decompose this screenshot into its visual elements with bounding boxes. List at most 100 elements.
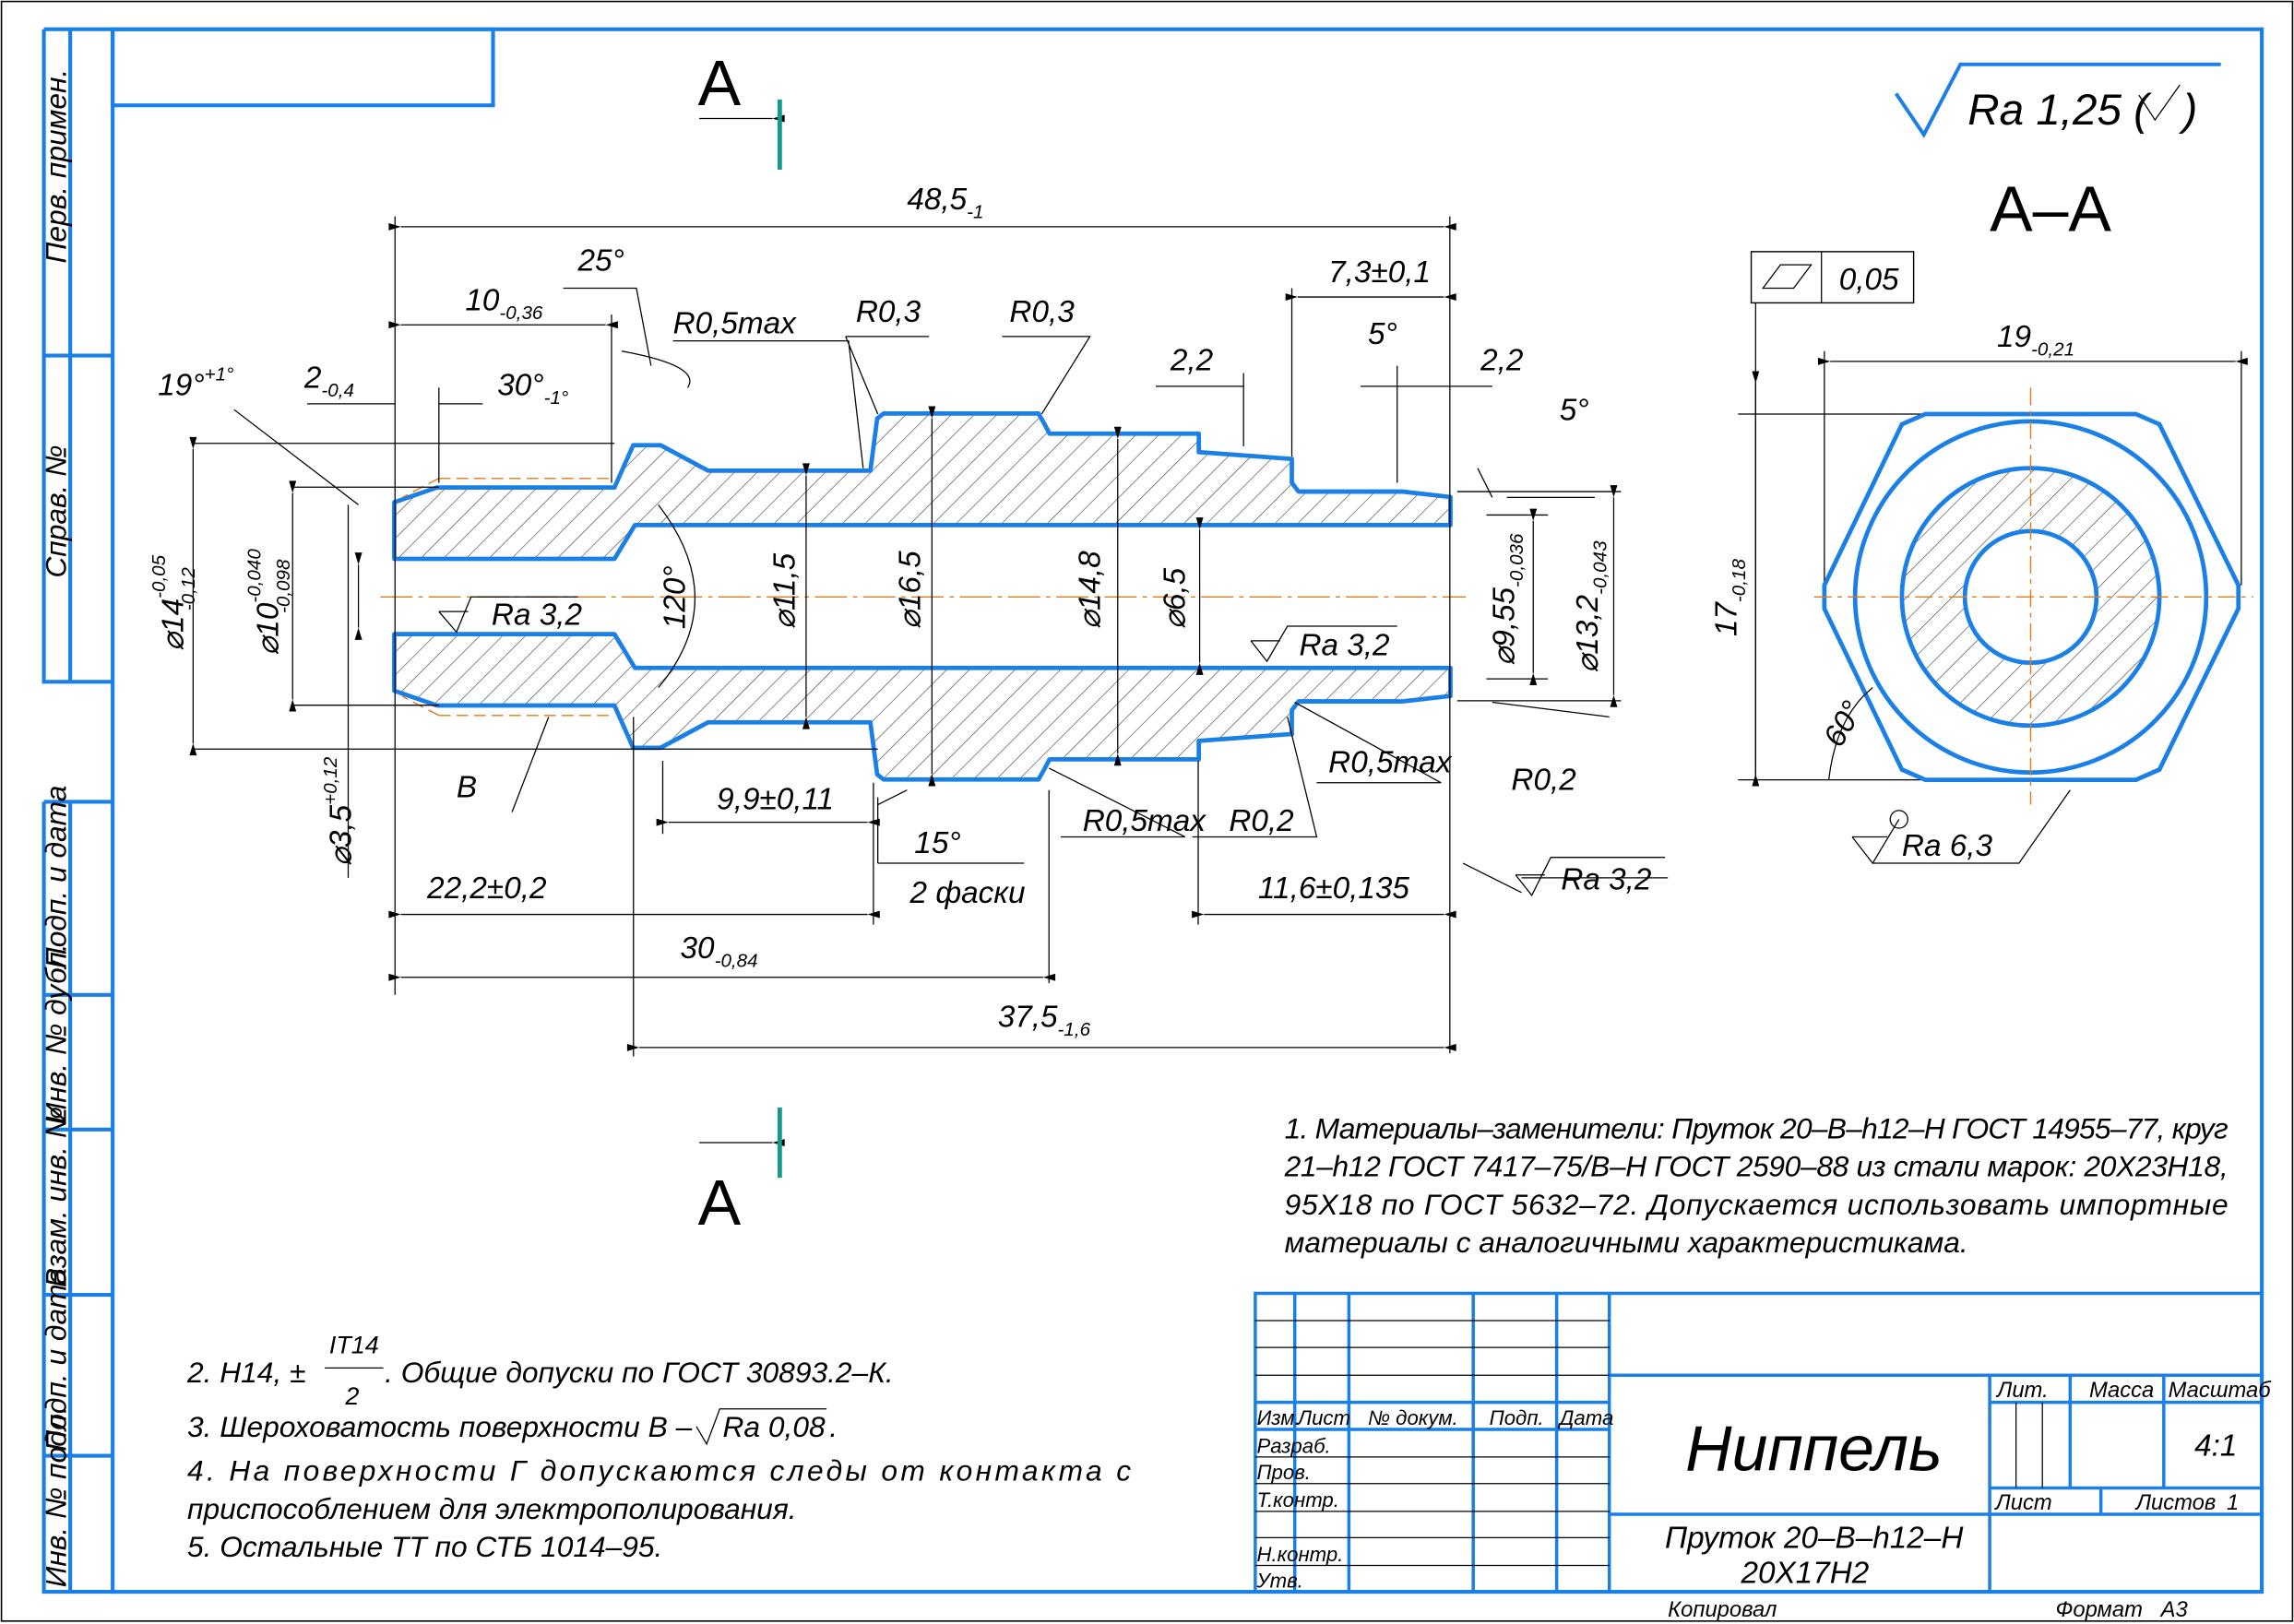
strip-label: Инв. № дубл. bbox=[39, 943, 72, 1123]
drawing-label: Листов bbox=[2134, 1490, 2217, 1515]
drawing-label: 9,9±0,11 bbox=[717, 782, 834, 816]
roughness-ra32-outer: Ra 3,2 bbox=[1515, 857, 1665, 897]
drawing-label: Ra 3,2 bbox=[492, 598, 583, 632]
drawing-line bbox=[42, 27, 113, 684]
drawing-label: -0,18 bbox=[1729, 559, 1750, 603]
strip-label: Перв. примен. bbox=[39, 69, 72, 264]
drawing-line bbox=[1813, 387, 2253, 805]
drawing-line bbox=[1889, 810, 1908, 829]
nipple-section-view bbox=[380, 410, 1467, 782]
note-1-line: 95Х18 по ГОСТ 5632–72. Допускается испол… bbox=[1285, 1188, 2229, 1221]
drawing-label: -1 bbox=[967, 201, 983, 222]
drawing-label: Подп. bbox=[1490, 1406, 1544, 1429]
drawing-line bbox=[1254, 1373, 2263, 1593]
drawing-label: 19°+1° bbox=[158, 363, 233, 402]
drawing-label: 30-0,84 bbox=[681, 931, 758, 972]
drawing-line bbox=[193, 216, 1622, 1057]
drawing-line bbox=[1738, 350, 2242, 781]
drawing-label: 2,2 bbox=[1170, 343, 1214, 377]
drawing-label: 17 bbox=[1710, 601, 1744, 637]
drawing-label: -0,36 bbox=[499, 302, 543, 324]
drawing-label: 30 bbox=[681, 931, 716, 966]
drawing-label: A bbox=[698, 47, 742, 119]
radius-label: R0,5max bbox=[673, 307, 798, 341]
drawing-label: +1° bbox=[205, 363, 234, 385]
dimension-lines bbox=[189, 216, 1669, 1057]
drawing-line bbox=[1750, 251, 1915, 304]
drawing-label: -1° bbox=[544, 387, 569, 409]
drawing-label: ⌀10 bbox=[251, 602, 285, 656]
drawing-label: Ra 0,08 bbox=[723, 1410, 826, 1443]
drawing-line bbox=[1250, 625, 1397, 663]
part-upper-section bbox=[392, 410, 1453, 562]
drawing-label: 0,05 bbox=[1839, 263, 1899, 297]
drawing-label: Копировал bbox=[1668, 1597, 1777, 1622]
drawing-label: Дата bbox=[1557, 1406, 1614, 1429]
drawing-label: 48,5-1 bbox=[907, 183, 983, 223]
drawing-label: 19 bbox=[1997, 320, 2031, 354]
drawing-label: 17-0,18 bbox=[1710, 559, 1751, 637]
part-lower-section bbox=[392, 632, 1453, 782]
drawing-line bbox=[111, 27, 2264, 1594]
drawing-label: -0,4 bbox=[321, 380, 354, 401]
drawing-label: ⌀6,5 bbox=[1159, 567, 1193, 629]
drawing-label: -0,098 bbox=[273, 559, 294, 613]
drawing-label: 2-0,4 bbox=[303, 361, 354, 401]
drawing-label: 10-0,36 bbox=[465, 283, 543, 324]
drawing-label: IT14 bbox=[329, 1331, 379, 1358]
drawing-line bbox=[1254, 1291, 2264, 1594]
side-strip: Перв. примен. Справ. № Подп. и дата Инв.… bbox=[39, 69, 72, 1588]
drawing-label: Формат bbox=[2055, 1597, 2142, 1622]
drawing-label: Масса bbox=[2089, 1378, 2154, 1403]
strip-label: Справ. № bbox=[39, 445, 72, 577]
drawing-label: 22,2±0,2 bbox=[426, 871, 547, 906]
drawing-label: 30° bbox=[497, 368, 543, 402]
drawing-label: 5° bbox=[1368, 317, 1397, 351]
drawing-label: 37,5 bbox=[998, 1001, 1058, 1035]
drawing-label: А3 bbox=[2159, 1597, 2189, 1622]
drawing-label: ⌀14 bbox=[156, 599, 190, 651]
note-1-line: 1. Материалы–заменители: Пруток 20–В–h12… bbox=[1285, 1111, 2229, 1144]
drawing-line bbox=[1851, 789, 2071, 865]
drawing-label: Ra 3,2 bbox=[1561, 863, 1652, 897]
drawing-label: 2,2 bbox=[1480, 343, 1524, 377]
drawing-label: Утв. bbox=[1255, 1569, 1302, 1592]
drawing-label: 2 фаски bbox=[909, 876, 1026, 910]
drawing-label: . bbox=[829, 1410, 838, 1443]
drawing-label: ⌀13,2-0,043 bbox=[1571, 540, 1611, 673]
drawing-label: Разраб. bbox=[1256, 1434, 1330, 1457]
technical-notes: 1. Материалы–заменители: Пруток 20–В–h12… bbox=[186, 1111, 2229, 1563]
drawing-line bbox=[1515, 857, 1665, 897]
radius-label: R0,3 bbox=[1009, 295, 1075, 329]
drawing-label: R0,5max bbox=[1083, 804, 1207, 838]
drawing-label: 19° bbox=[158, 368, 204, 402]
drawing-label: Н.контр. bbox=[1256, 1543, 1343, 1566]
title-block: Изм. Лист № докум. Подп. Дата Разраб. Пр… bbox=[1254, 1291, 2272, 1622]
drawing-label: ⌀14,8 bbox=[1074, 551, 1108, 629]
drawing-label: -0,040 bbox=[244, 549, 265, 603]
drawing-line bbox=[1827, 687, 1873, 780]
drawing-line bbox=[438, 596, 578, 634]
scale-value: 4:1 bbox=[2194, 1429, 2237, 1464]
drawing-line bbox=[1894, 62, 2221, 138]
dim-overall-length: 48,5 bbox=[907, 183, 967, 217]
drawing-label: ⌀16,5 bbox=[894, 551, 928, 629]
note-4-line: 4. На поверхности Г допускаются следы от… bbox=[187, 1454, 1131, 1488]
drawing-label: -0,84 bbox=[715, 951, 758, 972]
drawing-label: 120° bbox=[658, 565, 692, 629]
roughness-ra63: Ra 6,3 bbox=[1851, 789, 2071, 865]
drawing-label: 37,5-1,6 bbox=[998, 1001, 1091, 1041]
material-line: 20Х17Н2 bbox=[1740, 1557, 1869, 1591]
note-3: 3. Шероховатость поверхности В – bbox=[187, 1410, 693, 1443]
drawing-label: 7,3±0,1 bbox=[1328, 255, 1431, 290]
section-view-title: A–A bbox=[1990, 173, 2111, 245]
drawing-label: Лист bbox=[1993, 1490, 2051, 1515]
drawing-label: 2 bbox=[344, 1382, 359, 1410]
drawing-label: Изм. bbox=[1256, 1406, 1300, 1429]
drawing-label: 19-0,21 bbox=[1997, 320, 2074, 361]
drawing-label: R0,2 bbox=[1511, 764, 1576, 798]
drawing-label: ⌀14-0,05-0,12 bbox=[149, 554, 199, 651]
drawing-label: 15° bbox=[914, 826, 960, 860]
